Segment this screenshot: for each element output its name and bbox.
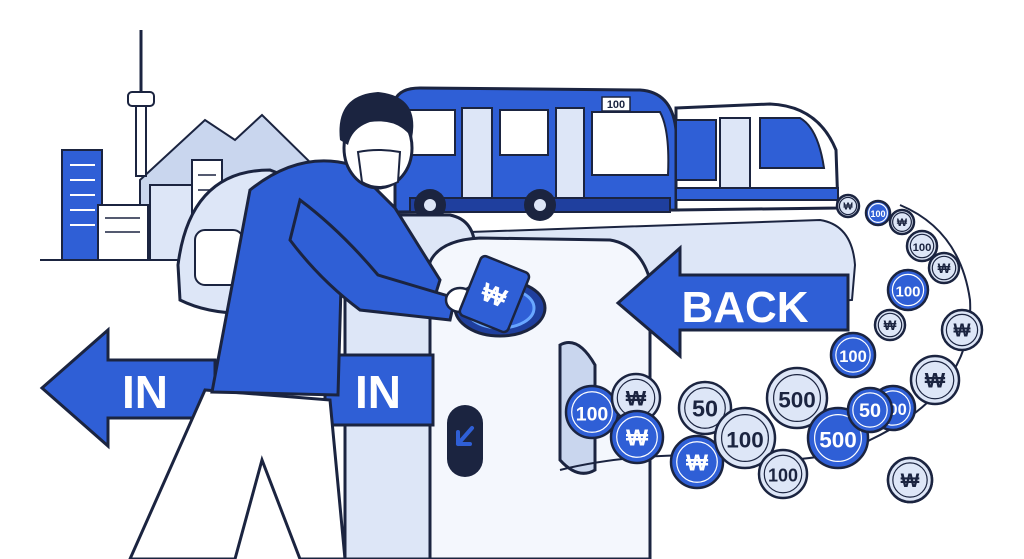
bus-route-number: 100	[607, 99, 625, 111]
tower-pod	[127, 91, 155, 107]
back-arrow-label: BACK	[681, 283, 808, 332]
pile-coin-label-10: ₩	[901, 470, 920, 492]
pile-coin-4: ₩	[669, 434, 725, 490]
trail-coin-label-5: 100	[895, 283, 920, 300]
pile-coin-label-7: 100	[768, 466, 798, 486]
bus-route-sign	[601, 96, 631, 112]
trail-coin-label-6: ₩	[884, 318, 897, 333]
in-arrow-outer: IN	[39, 326, 217, 450]
pile-coin-label-1: ₩	[626, 386, 647, 411]
trail-coin-6: ₩	[873, 308, 907, 342]
trail-coin-label-2: ₩	[897, 217, 908, 229]
pile-coin-0: 100	[564, 384, 620, 440]
pile-coin-label-8: 500	[819, 428, 857, 453]
pile-coin-5: 100	[713, 406, 777, 470]
in-arrow-inner: IN	[323, 353, 435, 427]
turnstile-indicator	[447, 405, 483, 477]
trail-coin-0: ₩	[835, 193, 861, 219]
building-left	[61, 149, 103, 261]
in-arrow-inner-label: IN	[355, 366, 401, 418]
pile-coin-label-5: 100	[726, 428, 764, 453]
trail-coin-label-9: ₩	[925, 368, 946, 393]
commuter	[128, 92, 476, 559]
trail-coin-label-0: ₩	[843, 202, 853, 213]
transit-card: ₩	[458, 254, 531, 334]
tower-shaft	[135, 105, 147, 177]
trail-coin-2: ₩	[888, 208, 916, 236]
in-arrow-outer-label: IN	[122, 366, 168, 418]
trail-coin-label-4: ₩	[938, 261, 951, 276]
pile-coin-label-4: ₩	[686, 449, 709, 475]
commuter-legs	[128, 388, 347, 559]
pile-coin-3: 50	[677, 380, 733, 436]
trail-coin-5: 100	[886, 268, 930, 312]
pile-coin-7: 100	[757, 448, 809, 500]
pile-coin-label-6: 500	[778, 388, 816, 413]
trail-coin-1: 100	[864, 199, 892, 227]
trail-coin-label-7: ₩	[954, 320, 971, 340]
pile-coin-6: 500	[765, 366, 829, 430]
trail-coin-label-8: 100	[839, 348, 867, 366]
trail-coin-8: 100	[829, 331, 877, 379]
face-mask	[356, 149, 402, 188]
trail-coin-4: ₩	[927, 251, 961, 285]
trail-coin-label-3: 100	[913, 242, 932, 254]
commuter-hair	[339, 92, 414, 145]
train	[674, 102, 840, 212]
pile-coin-2: ₩	[609, 409, 665, 465]
pile-coin-10: ₩	[886, 456, 934, 504]
back-arrow: BACK	[615, 244, 850, 360]
arrow-indicator-icon	[456, 426, 474, 446]
pile-coin-label-0: 100	[576, 403, 609, 425]
bus: 100	[393, 86, 680, 221]
pile-coin-9: 50	[846, 386, 894, 434]
coins: ₩100₩100₩100₩₩100₩100₩100₩₩50₩1005001005…	[559, 193, 984, 504]
trail-coin-3: 100	[905, 229, 939, 263]
coin-track	[559, 204, 972, 471]
pile-coin-label-2: ₩	[626, 424, 649, 450]
pile-coin-label-9: 50	[859, 400, 881, 422]
trail-coin-label-1: 100	[870, 209, 885, 219]
pile-coin-label-3: 50	[692, 395, 718, 421]
trail-coin-9: ₩	[909, 354, 961, 406]
trail-coin-7: ₩	[940, 308, 984, 352]
